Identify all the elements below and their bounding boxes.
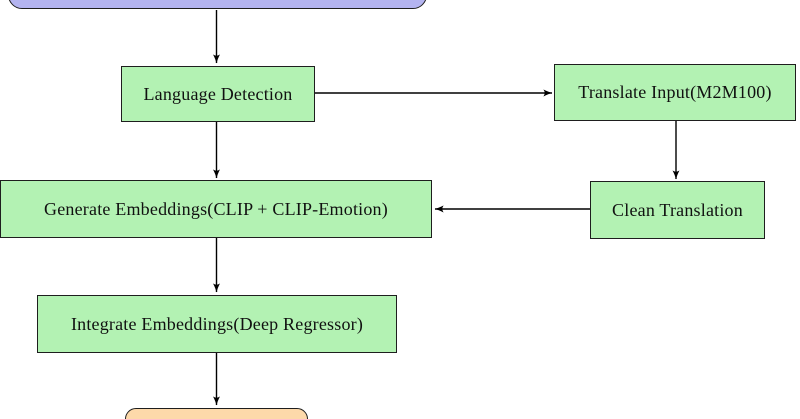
- node-input-terminal: [8, 0, 427, 9]
- node-integrate-embeddings-label: Integrate Embeddings(Deep Regressor): [70, 313, 364, 334]
- node-integrate-embeddings: Integrate Embeddings(Deep Regressor): [37, 295, 397, 353]
- node-clean-translation-label: Clean Translation: [612, 199, 743, 220]
- node-generate-embeddings-label: Generate Embeddings(CLIP + CLIP-Emotion): [44, 198, 388, 219]
- node-language-detection: Language Detection: [121, 66, 315, 122]
- node-output-terminal: [125, 408, 308, 419]
- node-translate-input: Translate Input(M2M100): [554, 64, 796, 121]
- node-generate-embeddings: Generate Embeddings(CLIP + CLIP-Emotion): [0, 180, 432, 238]
- node-clean-translation: Clean Translation: [590, 181, 765, 239]
- node-translate-input-label: Translate Input(M2M100): [578, 82, 772, 102]
- node-language-detection-label: Language Detection: [143, 83, 293, 104]
